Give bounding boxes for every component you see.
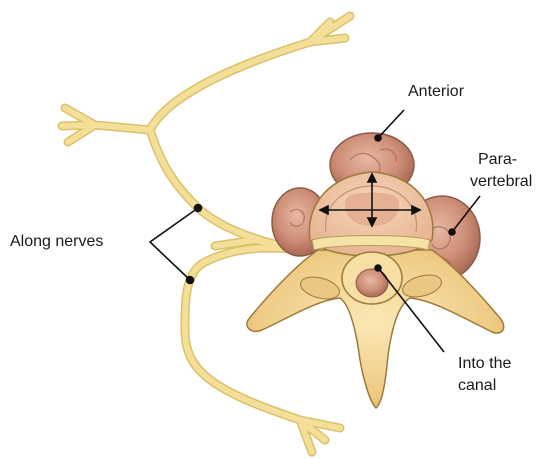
label-along-nerves: Along nerves <box>10 232 103 252</box>
label-into-canal-2: canal <box>458 376 496 396</box>
label-paravertebral-1: Para- <box>478 150 517 170</box>
label-anterior: Anterior <box>408 82 464 102</box>
anterior-leader <box>378 110 404 138</box>
label-into-canal-1: Into the <box>458 354 511 374</box>
label-paravertebral-2: vertebral <box>470 172 532 192</box>
